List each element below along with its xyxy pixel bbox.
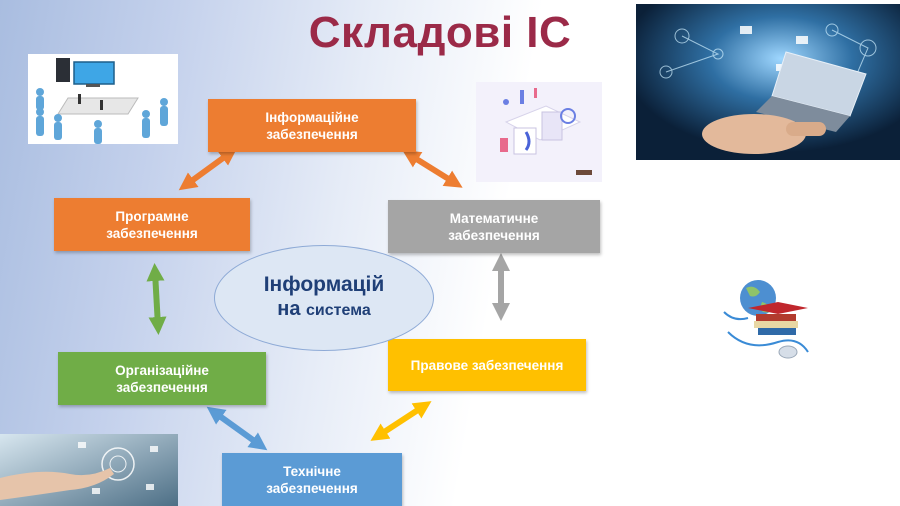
hand-touchscreen-image [0, 434, 178, 506]
arrow-law-tech [370, 401, 432, 441]
box-mathematical-support: Математичне забезпечення [388, 200, 600, 253]
laptop-digital-hand-image [636, 4, 900, 160]
box-software-support: Програмне забезпечення [54, 198, 250, 251]
computer-network-people-image [28, 54, 178, 144]
center-line-1: Інформацій [263, 273, 385, 296]
arrow-org-tech [206, 406, 268, 451]
box-technical-support: Технічне забезпечення [222, 453, 402, 506]
arrow-info-math [402, 150, 463, 188]
technology-illustration-image [476, 82, 602, 182]
center-ellipse: Інформацій на система [214, 245, 434, 351]
slide-title: Складові ІС [308, 8, 572, 57]
center-line-2: на система [277, 298, 371, 320]
arrow-info-prog [178, 147, 238, 191]
globe-books-mouse-image [718, 272, 826, 364]
box-informational-support: Інформаційне забезпечення [208, 99, 416, 152]
box-organizational-support: Організаційне забезпечення [58, 352, 266, 405]
arrow-prog-org [146, 263, 167, 335]
box-legal-support: Правове забезпечення [388, 339, 586, 391]
